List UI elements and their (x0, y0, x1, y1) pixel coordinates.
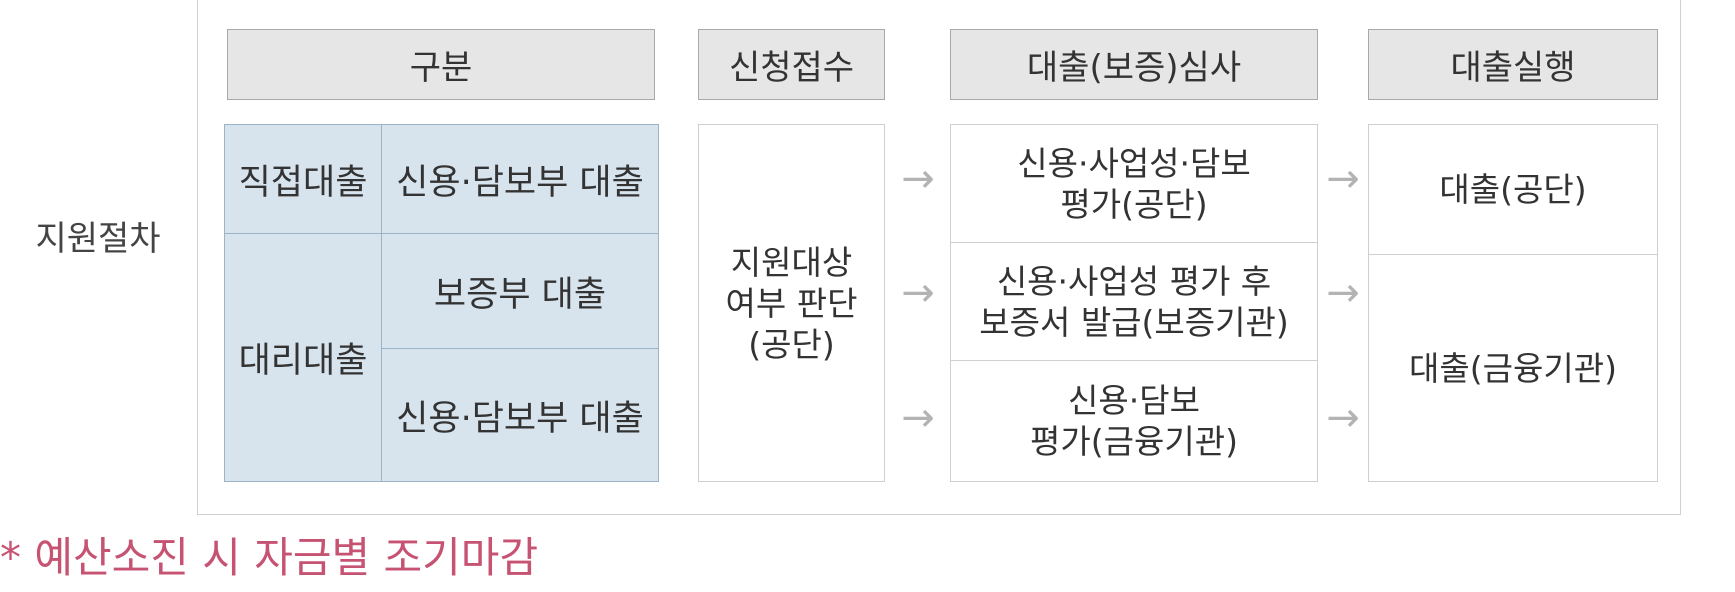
table-frame (197, 0, 1681, 515)
footnote: * 예산소진 시 자금별 조기마감 (0, 533, 539, 582)
header-application: 신청접수 (698, 29, 885, 100)
right-arrow-icon: → (1326, 270, 1360, 316)
category-direct: 직접대출 (224, 124, 382, 234)
right-arrow-icon: → (901, 395, 935, 441)
right-arrow-icon: → (1326, 156, 1360, 202)
review-step-guarantee: 신용·사업성 평가 후 보증서 발급(보증기관) (950, 242, 1318, 361)
execution-step-agency: 대출(공단) (1368, 124, 1658, 255)
review-step-direct: 신용·사업성·담보 평가(공단) (950, 124, 1318, 243)
header-category: 구분 (227, 29, 655, 100)
category-direct-sub: 신용·담보부 대출 (381, 124, 659, 234)
header-execution: 대출실행 (1368, 29, 1658, 100)
review-step-credit: 신용·담보 평가(금융기관) (950, 360, 1318, 482)
application-step: 지원대상 여부 판단 (공단) (698, 124, 885, 482)
category-agency-guarantee: 보증부 대출 (381, 233, 659, 349)
execution-step-bank: 대출(금융기관) (1368, 254, 1658, 482)
right-arrow-icon: → (901, 156, 935, 202)
row-label: 지원절차 (35, 218, 161, 259)
right-arrow-icon: → (901, 270, 935, 316)
header-review: 대출(보증)심사 (950, 29, 1318, 100)
category-agency: 대리대출 (224, 233, 382, 482)
category-agency-credit: 신용·담보부 대출 (381, 348, 659, 482)
right-arrow-icon: → (1326, 395, 1360, 441)
